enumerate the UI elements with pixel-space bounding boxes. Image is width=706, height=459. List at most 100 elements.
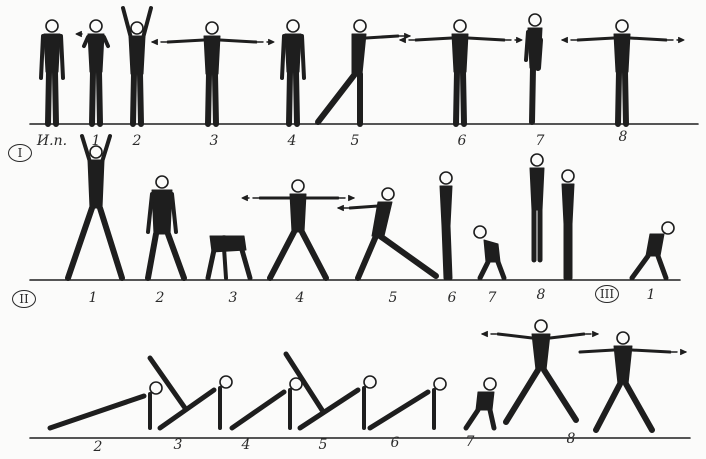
figure-leg: [618, 72, 619, 124]
motion-arrow: [338, 205, 348, 210]
row2-label-5: 5: [389, 290, 398, 306]
figure-arm: [302, 36, 304, 78]
figure-leg: [625, 72, 626, 124]
figure-leg: [208, 250, 214, 278]
row3-label-7: 7: [466, 434, 475, 450]
figure-arm: [282, 36, 284, 78]
figure-arm: [580, 350, 614, 352]
figure-arm: [224, 248, 226, 278]
figure-leg: [498, 262, 504, 278]
figure-arm: [123, 8, 131, 38]
figure-arm: [526, 32, 528, 60]
figure-head: [90, 20, 102, 32]
motion-arrow: [668, 37, 684, 42]
row2-extra-label: 1: [647, 287, 656, 303]
figure-torso: [646, 234, 664, 256]
row2-label-6: 6: [448, 290, 457, 306]
row3-label-8: 8: [567, 431, 576, 447]
row1-label-1: 1: [92, 133, 101, 149]
row2-label-8: 8: [537, 287, 546, 303]
row3-label-3: 3: [174, 437, 183, 453]
figure-arm: [148, 194, 152, 232]
figure-leg: [318, 74, 355, 122]
row3-label-5: 5: [319, 437, 328, 453]
figure-body: [370, 392, 428, 428]
figure-head: [474, 226, 486, 238]
figure-arm: [416, 38, 452, 40]
figure-leg: [626, 384, 652, 430]
figure-torso: [532, 334, 550, 370]
figure-torso: [476, 392, 494, 410]
motion-arrow: [152, 39, 166, 44]
figure-leg: [208, 74, 209, 124]
figure-head: [287, 20, 299, 32]
row1-label-6: 6: [458, 133, 467, 149]
figure-body: [300, 390, 358, 428]
figure-head: [434, 378, 446, 390]
figure-leg: [463, 72, 464, 124]
figure-torso: [285, 34, 301, 72]
figure-head: [484, 378, 496, 390]
row1-label-start: И.п.: [37, 133, 67, 149]
figure-torso: [562, 184, 574, 224]
motion-arrow: [672, 349, 686, 354]
figure-torso: [290, 194, 306, 232]
row2-label-1: 1: [89, 290, 98, 306]
figure-torso: [440, 186, 452, 226]
figure-arm: [41, 36, 43, 78]
figure-leg: [538, 40, 540, 68]
figure-arm: [168, 40, 204, 42]
motion-arrow: [258, 39, 274, 44]
figure-leg: [544, 370, 576, 420]
figure-leg: [48, 72, 49, 124]
figure-arm: [84, 37, 88, 46]
row3-label-6: 6: [391, 435, 400, 451]
figure-arm: [498, 334, 532, 338]
figure-head: [220, 376, 232, 388]
row1-label-2: 2: [133, 133, 142, 149]
figure-leg: [99, 72, 100, 124]
figure-leg: [242, 250, 250, 278]
figure-arm: [104, 37, 108, 46]
figure-head: [206, 22, 218, 34]
figure-leg: [490, 410, 494, 428]
figure-head: [354, 20, 366, 32]
figure-leg: [506, 370, 538, 422]
figure-arm: [350, 206, 378, 208]
figure-leg: [532, 68, 533, 122]
figure-leg: [296, 72, 297, 124]
figure-torso: [352, 34, 366, 74]
row2-label-2: 2: [156, 290, 165, 306]
figure-head: [150, 382, 162, 394]
figure-head: [616, 20, 628, 32]
figure-leg: [140, 74, 141, 124]
row2-label-3: 3: [229, 290, 238, 306]
figure-head: [131, 22, 143, 34]
figure-arm: [550, 334, 584, 338]
motion-arrow: [340, 195, 354, 200]
figure-leg: [596, 384, 620, 430]
figure-head: [454, 20, 466, 32]
figure-arm: [102, 136, 110, 162]
figure-torso: [484, 240, 500, 262]
figure-leg: [168, 234, 184, 278]
figure-leg: [55, 72, 56, 124]
row2-label-7: 7: [488, 290, 497, 306]
figure-torso: [204, 36, 220, 74]
figure-leg: [358, 236, 376, 278]
row3-label-4: 4: [242, 437, 251, 453]
motion-arrow: [76, 31, 82, 36]
figure-arm: [578, 38, 614, 40]
figure-torso: [88, 34, 104, 72]
figure-leg: [215, 74, 216, 124]
figure-leg: [68, 208, 92, 278]
figure-leg: [480, 262, 488, 278]
figure-head: [382, 188, 394, 200]
figure-head: [292, 180, 304, 192]
motion-arrow: [562, 37, 576, 42]
figure-arm: [468, 38, 504, 40]
figure-leg: [444, 226, 446, 278]
row1-label-7: 7: [536, 133, 545, 149]
figure-leg: [270, 232, 294, 278]
figure-leg: [289, 72, 290, 124]
